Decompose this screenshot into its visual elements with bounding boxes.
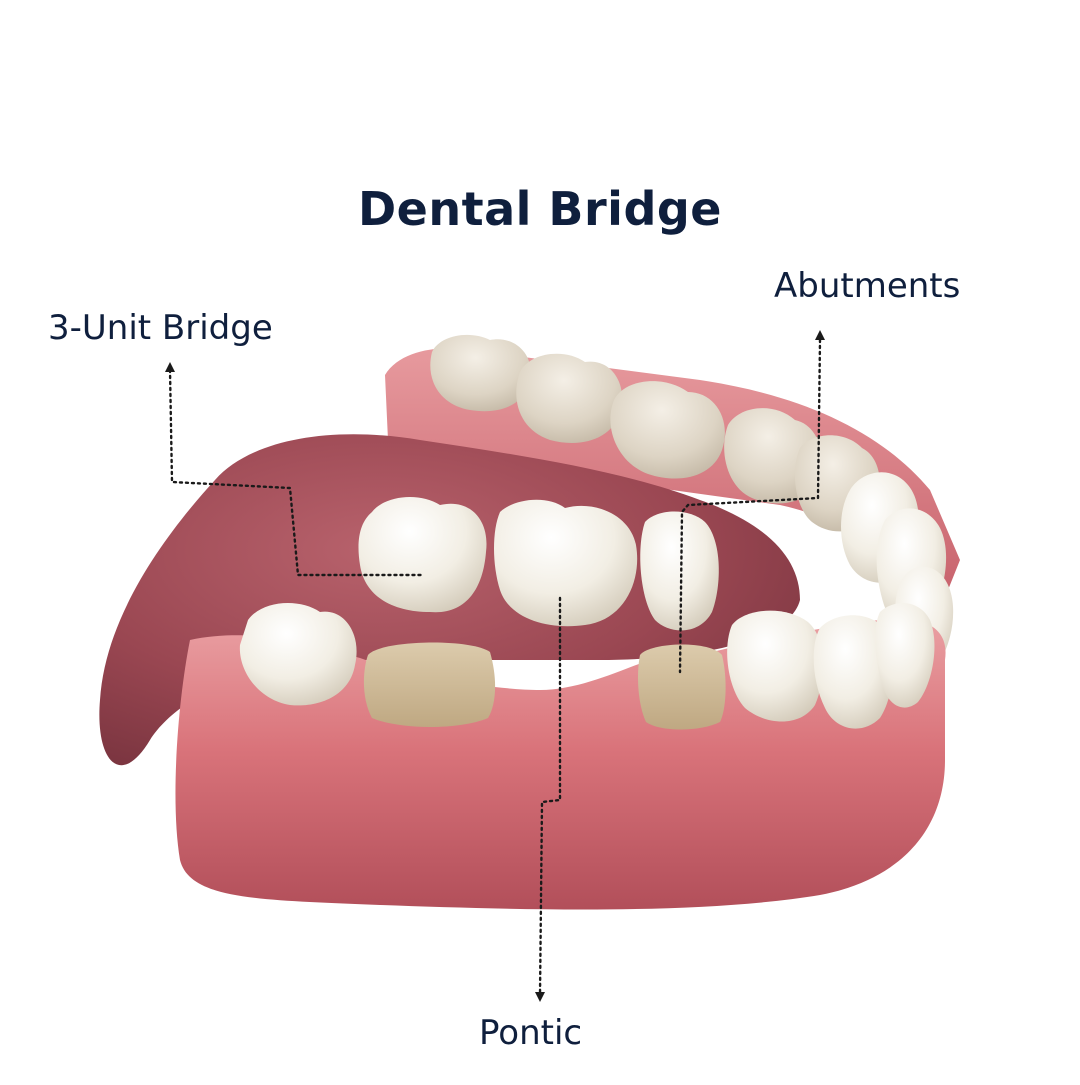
- bridge-crowns: [358, 496, 719, 631]
- label-abutments: Abutments: [774, 266, 961, 306]
- leader-bridge: [168, 368, 424, 577]
- abutment-right: [638, 644, 726, 730]
- abutment-left: [363, 642, 496, 727]
- leader-arrowheads: [165, 330, 825, 1002]
- leader-lines: [168, 338, 822, 997]
- label-3-unit-bridge: 3-Unit Bridge: [48, 308, 273, 348]
- leader-pontic: [538, 596, 562, 997]
- leader-abutments: [678, 338, 822, 674]
- arrow-bridge: [165, 362, 175, 372]
- arrow-abutments: [815, 330, 825, 340]
- left-molar: [239, 602, 357, 706]
- diagram-title: Dental Bridge: [357, 182, 722, 236]
- arrow-pontic: [535, 992, 545, 1002]
- lower-right-teeth: [727, 602, 935, 729]
- label-pontic: Pontic: [479, 1013, 583, 1053]
